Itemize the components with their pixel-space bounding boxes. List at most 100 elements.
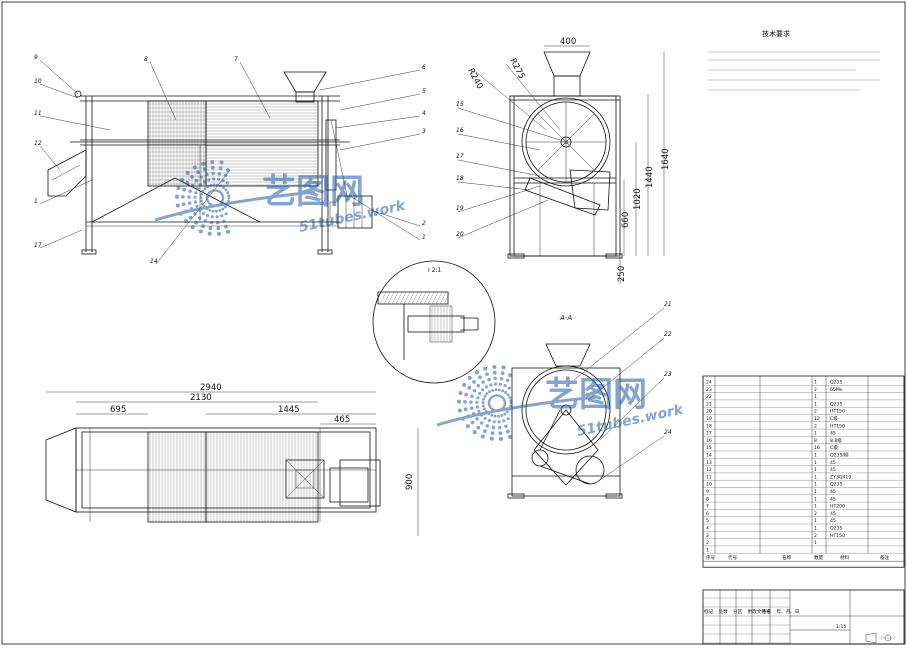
- bom-material: HT150: [830, 423, 845, 429]
- bom-index: 7: [706, 504, 709, 510]
- watermark-dot: [500, 414, 504, 417]
- bom-qty: 1: [814, 460, 817, 466]
- leader-line: [457, 107, 561, 141]
- watermark-swoosh: [436, 395, 598, 427]
- watermark-dot: [467, 375, 472, 380]
- hatch-line: [391, 291, 399, 305]
- drum-spoke: [537, 113, 567, 143]
- balloon-number: 15: [456, 101, 464, 108]
- watermark-dot: [207, 231, 212, 236]
- watermark-dot: [221, 195, 225, 198]
- watermark-dot: [216, 226, 221, 231]
- leader-line: [39, 229, 83, 249]
- bom-index: 3: [706, 533, 709, 539]
- title-label: 年、月、日: [777, 608, 800, 615]
- watermark-bottom: 艺图网 51tubes.work: [436, 364, 686, 441]
- watermark-dot: [209, 183, 213, 187]
- watermark-dot: [501, 389, 505, 393]
- title-label: 分区: [733, 608, 743, 615]
- watermark-top: 艺图网 51tubes.work: [154, 159, 408, 236]
- bom-header-name: 名称: [782, 554, 792, 561]
- bom-material: Q235: [830, 526, 842, 532]
- leader-line: [457, 199, 549, 239]
- watermark-dot: [487, 419, 492, 423]
- bom-index: 20: [706, 409, 712, 415]
- bom-index: 4: [706, 526, 709, 532]
- watermark-dot: [217, 171, 222, 176]
- watermark-dot: [492, 370, 497, 375]
- bom-qty: 1: [814, 540, 817, 546]
- watermark-dot: [218, 166, 223, 171]
- bom-material: ZY3Q419: [830, 474, 851, 480]
- watermark-dot: [210, 215, 214, 219]
- dim-r240: R240: [465, 67, 484, 91]
- balloon-number: 24: [664, 429, 672, 436]
- watermark-dot: [174, 194, 180, 199]
- watermark-dot: [503, 412, 507, 416]
- side-view: [507, 51, 623, 259]
- watermark-dot: [477, 409, 481, 413]
- watermark-dot: [501, 365, 506, 370]
- watermark-dot: [197, 216, 202, 220]
- leader-line: [457, 159, 541, 177]
- watermark-dot: [472, 388, 477, 393]
- technical-requirements: 技术要求: [708, 29, 880, 91]
- watermark-dot: [176, 185, 181, 191]
- watermark-dot: [476, 425, 481, 430]
- watermark-dot: [493, 414, 497, 418]
- bom-qty: 1: [814, 401, 817, 407]
- watermark-dot: [465, 424, 470, 429]
- section-view: [507, 343, 623, 499]
- bom-material: Q235: [830, 401, 842, 407]
- dim-900: 900: [405, 474, 415, 490]
- balloon-number: 12: [34, 140, 42, 147]
- bom-header-qty: 数量: [814, 554, 824, 561]
- bom-material: Q235: [830, 380, 842, 386]
- watermark-dot: [199, 199, 203, 203]
- watermark-dot: [483, 416, 487, 420]
- watermark-dot: [224, 212, 228, 216]
- bom-qty: 8: [814, 438, 817, 444]
- watermark-dot: [224, 188, 228, 192]
- watermark-dot: [225, 229, 231, 234]
- watermark-dot: [193, 195, 197, 199]
- watermark-dot: [190, 175, 194, 179]
- balloon-number: 5: [422, 88, 426, 95]
- watermark-dot: [210, 159, 215, 165]
- watermark-dot: [475, 405, 479, 409]
- watermark-dot: [482, 397, 485, 401]
- watermark-dot: [198, 229, 203, 234]
- bom-index: 19: [706, 416, 712, 422]
- bom-material: 45: [830, 489, 836, 495]
- watermark-dot: [200, 192, 203, 196]
- leader-line: [369, 209, 421, 227]
- watermark-dot: [499, 376, 504, 381]
- bom-header-mat: 材料: [840, 554, 850, 561]
- leader-line: [457, 181, 531, 191]
- watermark-dot: [457, 408, 462, 413]
- hatch-line: [443, 291, 451, 305]
- detail-label: I 2:1: [428, 267, 442, 274]
- bom-qty: 2: [814, 533, 817, 539]
- dimensions: 400 R240 R275 1640 1440 1020 660 250 294…: [46, 37, 671, 536]
- bom-header-note: 备注: [880, 554, 890, 561]
- watermark-dot: [218, 209, 222, 212]
- watermark-dot: [201, 211, 205, 215]
- bom-material: Q235/铜: [830, 452, 849, 459]
- watermark-dot: [489, 436, 494, 441]
- bom-qty: 1: [814, 504, 817, 510]
- watermark-dot: [482, 407, 486, 411]
- leader-line: [573, 307, 665, 381]
- watermark-dot: [201, 224, 205, 229]
- hatch-line: [415, 291, 423, 305]
- watermark-dot: [484, 385, 488, 389]
- watermark-dot: [476, 396, 480, 400]
- watermark-dot: [487, 403, 491, 406]
- watermark-dot: [456, 399, 462, 404]
- watermark-dot: [219, 184, 223, 188]
- balloon-number: 19: [456, 205, 464, 212]
- watermark-dot: [470, 394, 474, 398]
- balloon-number: 10: [34, 78, 42, 85]
- watermark-dot: [200, 202, 204, 206]
